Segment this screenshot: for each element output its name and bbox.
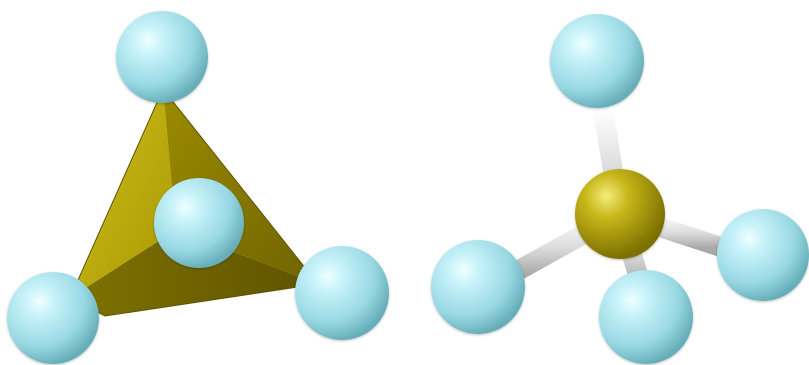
tetrahedron-face-left <box>70 89 176 298</box>
ligand-sphere-top-right <box>550 14 644 108</box>
ligand-sphere-left-right <box>431 240 525 334</box>
tetrahedron-edge <box>69 88 319 317</box>
central-atom <box>575 169 665 259</box>
ligand-sphere-center-left <box>154 178 244 268</box>
ligand-sphere-top-left <box>116 11 208 103</box>
ligand-sphere-right-right <box>717 209 809 301</box>
ligand-sphere-right-left <box>295 246 389 340</box>
ligand-sphere-bottom-right <box>599 270 693 364</box>
ball-and-stick-model <box>431 14 809 364</box>
tetrahedron-face-bottom <box>70 230 318 316</box>
ligand-sphere-bottom-left <box>7 272 99 364</box>
polyhedral-model <box>7 11 389 364</box>
